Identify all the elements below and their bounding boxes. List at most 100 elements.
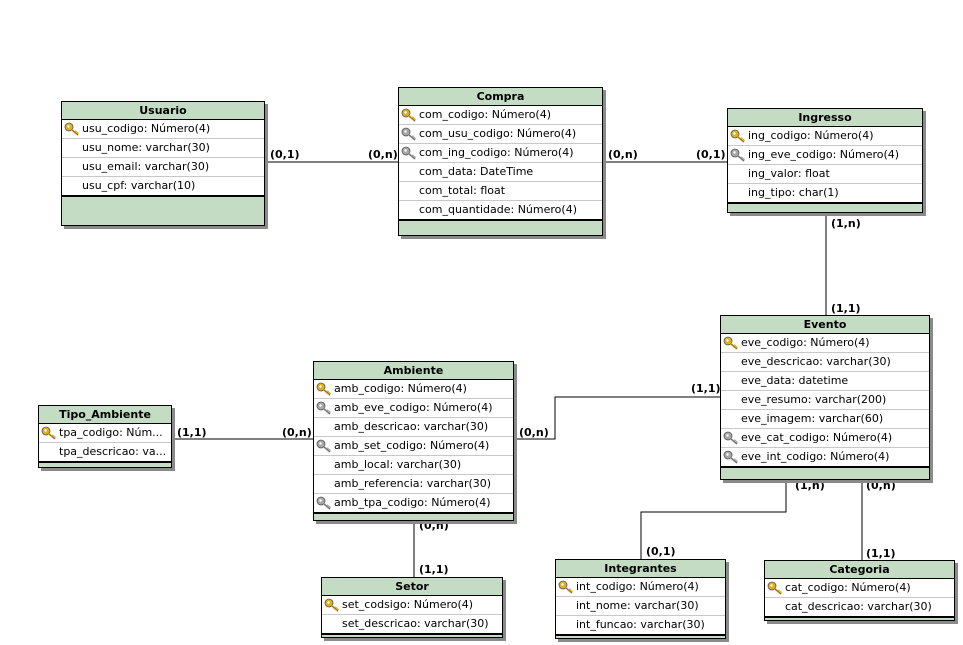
entity-field[interactable]: usu_nome: varchar(30)	[62, 139, 264, 158]
entity-field[interactable]: eve_descricao: varchar(30)	[721, 353, 929, 372]
entity-field[interactable]: usu_cpf: varchar(10)	[62, 177, 264, 195]
cardinality-ingresso-evento-to: (1,1)	[831, 302, 861, 315]
entity-field[interactable]: eve_cat_codigo: Número(4)	[721, 429, 929, 448]
cardinality-compra-ingresso-to: (0,1)	[696, 148, 726, 161]
entity-field[interactable]: set_descricao: varchar(30)	[322, 615, 502, 633]
entity-field[interactable]: tpa_codigo: Núm...	[39, 424, 171, 443]
entity-field[interactable]: amb_codigo: Número(4)	[314, 380, 513, 399]
entity-field[interactable]: amb_tpa_codigo: Número(4)	[314, 494, 513, 512]
entity-footer	[62, 197, 264, 225]
field-label: usu_nome: varchar(30)	[82, 141, 210, 154]
entity-field[interactable]: ing_eve_codigo: Número(4)	[728, 146, 922, 165]
entity-footer	[322, 635, 502, 637]
entity-field[interactable]: usu_codigo: Número(4)	[62, 120, 264, 139]
primary-key-icon	[41, 426, 57, 440]
entity-field[interactable]: tpa_descricao: va...	[39, 443, 171, 461]
cardinality-usuario-compra-to: (0,n)	[368, 148, 398, 161]
entity-field[interactable]: int_nome: varchar(30)	[556, 597, 725, 616]
field-label: usu_codigo: Número(4)	[82, 122, 211, 135]
cardinality-evento-integrantes-to: (0,1)	[646, 545, 676, 558]
entity-fields: cat_codigo: Número(4) cat_descricao: varc…	[765, 579, 954, 618]
field-label: cat_codigo: Número(4)	[785, 581, 911, 594]
entity-fields: com_codigo: Número(4) com_usu_codigo: Núm…	[399, 106, 602, 221]
entity-field[interactable]: ing_valor: float	[728, 165, 922, 184]
primary-key-icon	[324, 598, 340, 612]
foreign-key-icon	[316, 496, 332, 510]
foreign-key-icon	[316, 439, 332, 453]
field-label: com_quantidade: Número(4)	[419, 203, 577, 216]
entity-field[interactable]: amb_referencia: varchar(30)	[314, 475, 513, 494]
entity-field[interactable]: amb_local: varchar(30)	[314, 456, 513, 475]
entity-field[interactable]: ing_tipo: char(1)	[728, 184, 922, 202]
entity-field[interactable]: cat_descricao: varchar(30)	[765, 598, 954, 616]
entity-field[interactable]: com_usu_codigo: Número(4)	[399, 125, 602, 144]
entity-title: Compra	[399, 88, 602, 106]
entity-setor[interactable]: Setor set_codsigo: Número(4) set_descricao…	[321, 577, 503, 638]
field-label: eve_descricao: varchar(30)	[741, 355, 891, 368]
field-label: int_codigo: Número(4)	[576, 580, 699, 593]
entity-compra[interactable]: Compra com_codigo: Número(4) com_usu_codig…	[398, 87, 603, 236]
field-label: int_nome: varchar(30)	[576, 599, 699, 612]
entity-usuario[interactable]: Usuario usu_codigo: Número(4) usu_nome: va…	[61, 101, 265, 226]
primary-key-icon	[401, 108, 417, 122]
entity-fields: eve_codigo: Número(4) eve_descricao: varc…	[721, 334, 929, 468]
field-label: amb_descricao: varchar(30)	[334, 420, 489, 433]
field-label: amb_eve_codigo: Número(4)	[334, 401, 493, 414]
entity-field[interactable]: eve_int_codigo: Número(4)	[721, 448, 929, 466]
primary-key-icon	[730, 129, 746, 143]
field-label: eve_cat_codigo: Número(4)	[741, 431, 893, 444]
entity-field[interactable]: ing_codigo: Número(4)	[728, 127, 922, 146]
entity-title: Setor	[322, 578, 502, 596]
entity-field[interactable]: eve_resumo: varchar(200)	[721, 391, 929, 410]
entity-field[interactable]: amb_eve_codigo: Número(4)	[314, 399, 513, 418]
cardinality-tipoambiente-ambiente-to: (0,n)	[282, 426, 312, 439]
entity-field[interactable]: com_total: float	[399, 182, 602, 201]
foreign-key-icon	[723, 450, 739, 464]
line-evento-ambiente	[514, 396, 720, 440]
entity-field[interactable]: cat_codigo: Número(4)	[765, 579, 954, 598]
entity-footer	[399, 221, 602, 235]
entity-field[interactable]: com_codigo: Número(4)	[399, 106, 602, 125]
entity-field[interactable]: com_quantidade: Número(4)	[399, 201, 602, 219]
field-label: cat_descricao: varchar(30)	[785, 600, 932, 613]
entity-field[interactable]: usu_email: varchar(30)	[62, 158, 264, 177]
entity-field[interactable]: int_funcao: varchar(30)	[556, 616, 725, 634]
field-label: com_usu_codigo: Número(4)	[419, 127, 577, 140]
entity-fields: usu_codigo: Número(4) usu_nome: varchar(3…	[62, 120, 264, 197]
field-label: tpa_codigo: Núm...	[59, 426, 163, 439]
field-label: amb_set_codigo: Número(4)	[334, 439, 490, 452]
field-label: int_funcao: varchar(30)	[576, 618, 705, 631]
entity-field[interactable]: com_data: DateTime	[399, 163, 602, 182]
entity-field[interactable]: set_codsigo: Número(4)	[322, 596, 502, 615]
cardinality-evento-categoria-to: (1,1)	[866, 547, 896, 560]
entity-title: Usuario	[62, 102, 264, 120]
cardinality-tipoambiente-ambiente-from: (1,1)	[177, 426, 207, 439]
cardinality-evento-ambiente-from: (1,1)	[691, 382, 721, 395]
cardinality-evento-categoria-from: (0,n)	[866, 479, 896, 492]
field-label: set_codsigo: Número(4)	[342, 598, 474, 611]
entity-field[interactable]: int_codigo: Número(4)	[556, 578, 725, 597]
entity-field[interactable]: eve_imagem: varchar(60)	[721, 410, 929, 429]
field-label: ing_eve_codigo: Número(4)	[748, 148, 900, 161]
entity-field[interactable]: amb_descricao: varchar(30)	[314, 418, 513, 437]
field-label: ing_codigo: Número(4)	[748, 129, 874, 142]
entity-fields: set_codsigo: Número(4) set_descricao: var…	[322, 596, 502, 635]
entity-fields: int_codigo: Número(4) int_nome: varchar(3…	[556, 578, 725, 636]
entity-field[interactable]: com_ing_codigo: Número(4)	[399, 144, 602, 163]
foreign-key-icon	[401, 146, 417, 160]
field-label: amb_tpa_codigo: Número(4)	[334, 496, 491, 509]
entity-field[interactable]: eve_data: datetime	[721, 372, 929, 391]
entity-title: Ambiente	[314, 362, 513, 380]
field-label: tpa_descricao: va...	[59, 445, 167, 458]
entity-title: Evento	[721, 316, 929, 334]
entity-field[interactable]: amb_set_codigo: Número(4)	[314, 437, 513, 456]
field-label: com_codigo: Número(4)	[419, 108, 551, 121]
foreign-key-icon	[401, 127, 417, 141]
entity-field[interactable]: eve_codigo: Número(4)	[721, 334, 929, 353]
